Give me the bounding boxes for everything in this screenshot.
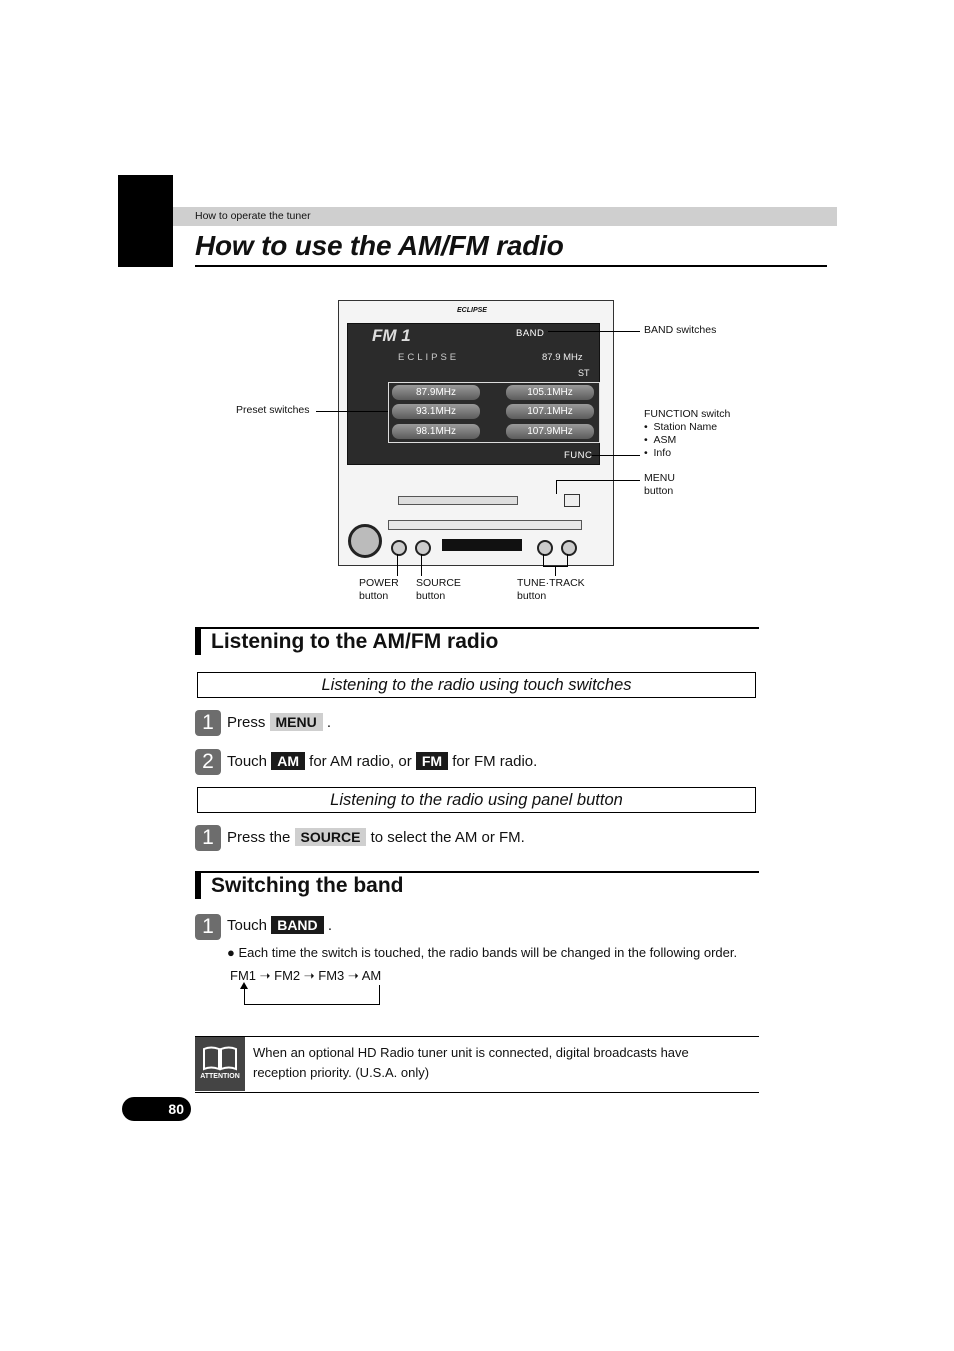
menu-key[interactable]: MENU: [269, 713, 323, 731]
callout-line-tune-v: [555, 566, 556, 576]
arrow-right-icon: ➝: [259, 968, 275, 983]
band-switch[interactable]: BAND: [516, 328, 545, 339]
callout-line-preset: [316, 411, 388, 412]
callout-preset-switches: Preset switches: [236, 404, 310, 416]
menu-hard-button[interactable]: [564, 494, 580, 507]
step-1-text: Press MENU .: [227, 713, 332, 731]
book-icon: [203, 1046, 237, 1071]
display-screen: FM 1 BAND ECLIPSE 87.9 MHz ST 87.9MHz 10…: [347, 323, 600, 465]
power-hard-button[interactable]: [391, 540, 407, 556]
step-4-text: Touch BAND .: [227, 916, 332, 934]
volume-knob[interactable]: [348, 524, 382, 558]
source-hard-button[interactable]: [415, 540, 431, 556]
step-badge-2: 2: [195, 749, 221, 775]
band-sequence: FM1 ➝ FM2 ➝ FM3 ➝ AM: [230, 968, 382, 983]
chapter-tab: [118, 175, 173, 267]
callout-line-source: [421, 554, 422, 576]
callout-line-func: [592, 455, 640, 456]
callout-line-menu-h: [556, 480, 640, 481]
callout-power-button: POWER button: [359, 577, 399, 602]
preset-button-6[interactable]: 107.9MHz: [506, 424, 594, 439]
screen-brand: ECLIPSE: [398, 352, 460, 363]
am-key[interactable]: AM: [271, 752, 305, 770]
function-switch-title: FUNCTION switch: [644, 408, 731, 420]
stereo-indicator: ST: [578, 368, 590, 378]
step-2-text: Touch AM for AM radio, or FM for FM radi…: [227, 752, 538, 770]
attention-box: [195, 1036, 759, 1093]
arrow-up-icon: [240, 982, 248, 989]
step-badge-1: 1: [195, 710, 221, 736]
function-item-2: • ASM: [644, 434, 677, 446]
fm-mode-label: FM 1: [372, 326, 411, 345]
page-number: 80: [122, 1097, 191, 1121]
callout-band-switches: BAND switches: [644, 324, 717, 336]
preset-button-4[interactable]: 107.1MHz: [506, 404, 594, 419]
section-heading-switching-band: Switching the band: [195, 871, 759, 901]
section-heading-listening: Listening to the AM/FM radio: [195, 627, 759, 657]
subheading-touch-switches: Listening to the radio using touch switc…: [197, 672, 756, 698]
source-key[interactable]: SOURCE: [294, 828, 367, 846]
callout-line-tune-b: [567, 554, 568, 566]
tune-down-button[interactable]: [537, 540, 553, 556]
disc-slot: [398, 496, 518, 505]
function-item-1: • Station Name: [644, 421, 718, 433]
callout-line-band: [548, 331, 640, 332]
callout-tune-track-button: TUNE·TRACK button: [517, 577, 585, 602]
preset-button-3[interactable]: 93.1MHz: [392, 404, 480, 419]
func-switch[interactable]: FUNC: [564, 450, 593, 461]
front-display: [442, 539, 522, 551]
brand-logo: ECLIPSE: [457, 307, 487, 314]
band-order-note: ● Each time the switch is touched, the r…: [227, 945, 738, 960]
preset-button-1[interactable]: 87.9MHz: [392, 385, 480, 400]
step-3-text: Press the SOURCE to select the AM or FM.: [227, 828, 525, 846]
header-band: [173, 207, 837, 226]
attention-text: When an optional HD Radio tuner unit is …: [253, 1045, 689, 1080]
step-badge-3: 1: [195, 825, 221, 851]
callout-function-switch: FUNCTION switch • Station Name • ASM • I…: [644, 408, 730, 460]
subheading-panel-button: Listening to the radio using panel butto…: [197, 787, 756, 813]
breadcrumb: How to operate the tuner: [195, 210, 311, 222]
step-badge-4: 1: [195, 914, 221, 940]
preset-frame: [388, 382, 600, 443]
band-key[interactable]: BAND: [271, 916, 324, 934]
callout-source-button: SOURCE button: [416, 577, 461, 602]
arrow-right-icon: ➝: [303, 968, 319, 983]
media-slot: [388, 520, 582, 530]
function-item-3: • Info: [644, 447, 672, 459]
attention-icon-label: ATTENTION: [200, 1073, 240, 1080]
fm-key[interactable]: FM: [415, 752, 449, 770]
attention-icon: ATTENTION: [195, 1037, 245, 1091]
page-title: How to use the AM/FM radio: [195, 230, 564, 261]
sequence-return-loop: [244, 985, 380, 1005]
callout-line-tune-a: [543, 554, 544, 566]
callout-menu-button: MENU button: [644, 472, 675, 497]
bullet-icon: ●: [227, 945, 235, 960]
tune-up-button[interactable]: [561, 540, 577, 556]
callout-line-power: [397, 554, 398, 576]
preset-button-2[interactable]: 105.1MHz: [506, 385, 594, 400]
callout-line-menu-v: [556, 480, 557, 494]
title-rule: [195, 265, 827, 267]
screen-frequency: 87.9 MHz: [542, 352, 583, 363]
arrow-right-icon: ➝: [347, 968, 362, 983]
preset-button-5[interactable]: 98.1MHz: [392, 424, 480, 439]
